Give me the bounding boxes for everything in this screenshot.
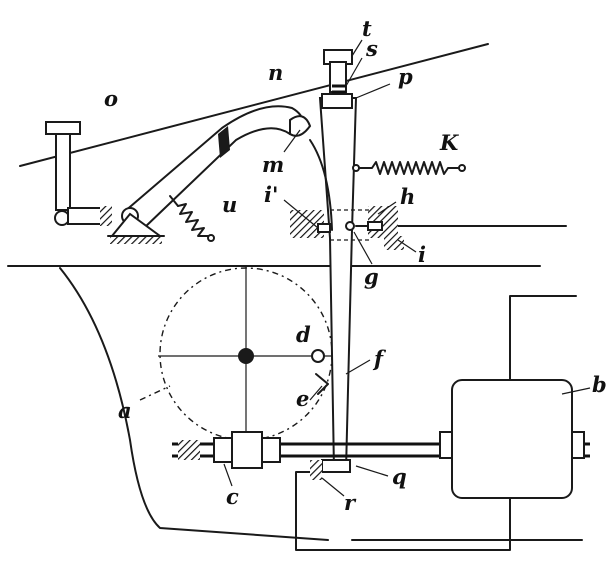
spring-k <box>359 161 459 175</box>
pivot-g <box>345 221 355 231</box>
label-r: r <box>344 490 357 515</box>
clutch-c-core <box>231 431 263 469</box>
spring-k-anchor-right <box>458 164 466 172</box>
shaft-collar-motor <box>571 431 585 459</box>
lever-f <box>318 97 358 471</box>
leader-i <box>397 239 417 253</box>
leader-g <box>353 231 373 265</box>
label-o: o <box>104 86 118 111</box>
spring-u-stem <box>169 195 179 207</box>
guide-right-pad <box>367 221 383 231</box>
leader-m <box>283 129 301 153</box>
inclined-line <box>19 43 489 167</box>
pedal-o-plate <box>45 121 81 135</box>
pedal-o-stem <box>55 133 71 211</box>
label-a: a <box>118 398 132 423</box>
spring-u-anchor <box>207 234 215 242</box>
label-q: q <box>392 464 407 489</box>
leader-s <box>345 57 363 87</box>
label-g: g <box>364 264 379 289</box>
label-t: t <box>362 16 372 41</box>
label-e: e <box>296 386 309 411</box>
shaft-bearing-left <box>178 440 200 460</box>
shaft-collar-right <box>439 431 453 459</box>
disc-a-leader <box>139 385 171 401</box>
lever-n-hook-m <box>289 115 312 137</box>
label-p: p <box>398 64 413 89</box>
guide-right-hatch-lower <box>384 236 404 250</box>
lever-top-block-p <box>321 93 353 109</box>
machine-frame <box>59 267 329 541</box>
label-f: f <box>372 346 387 371</box>
label-m: m <box>262 152 284 177</box>
label-h: h <box>400 184 415 209</box>
leader-c <box>223 463 233 487</box>
leader-f <box>345 359 371 375</box>
notch-e <box>315 373 329 395</box>
disc-center-hub <box>238 348 254 364</box>
leader-q <box>355 465 389 477</box>
lever-f-inner-curve <box>309 139 333 231</box>
label-K: K <box>439 130 459 155</box>
leader-h <box>377 201 397 215</box>
spring-k-anchor-left <box>352 164 360 172</box>
leader-t <box>351 39 363 57</box>
label-b: b <box>592 372 607 397</box>
lever-n-shading <box>218 126 230 158</box>
motor-b <box>451 379 573 499</box>
label-i: i <box>418 242 426 267</box>
leader-e <box>309 385 323 401</box>
pivot-ground-hatch <box>110 236 162 244</box>
label-n: n <box>268 60 283 85</box>
pedal-o-pin <box>54 210 70 226</box>
label-s: s <box>365 36 378 61</box>
leader-b <box>561 387 591 395</box>
crank-pin-d <box>311 349 325 363</box>
link-rod-joint <box>100 206 112 226</box>
label-i-prime: i' <box>264 182 278 207</box>
spring-u <box>177 203 209 237</box>
motor-bracket <box>295 295 577 551</box>
label-d: d <box>296 322 311 347</box>
link-rod <box>67 207 103 225</box>
bearing-r-hatch <box>310 460 322 480</box>
bearing-q <box>321 459 351 473</box>
leader-p <box>355 83 391 99</box>
guide-left-pad <box>317 223 331 233</box>
leader-r <box>321 477 345 497</box>
leader-i-prime <box>283 199 319 229</box>
label-u: u <box>222 192 237 217</box>
label-c: c <box>226 484 239 509</box>
